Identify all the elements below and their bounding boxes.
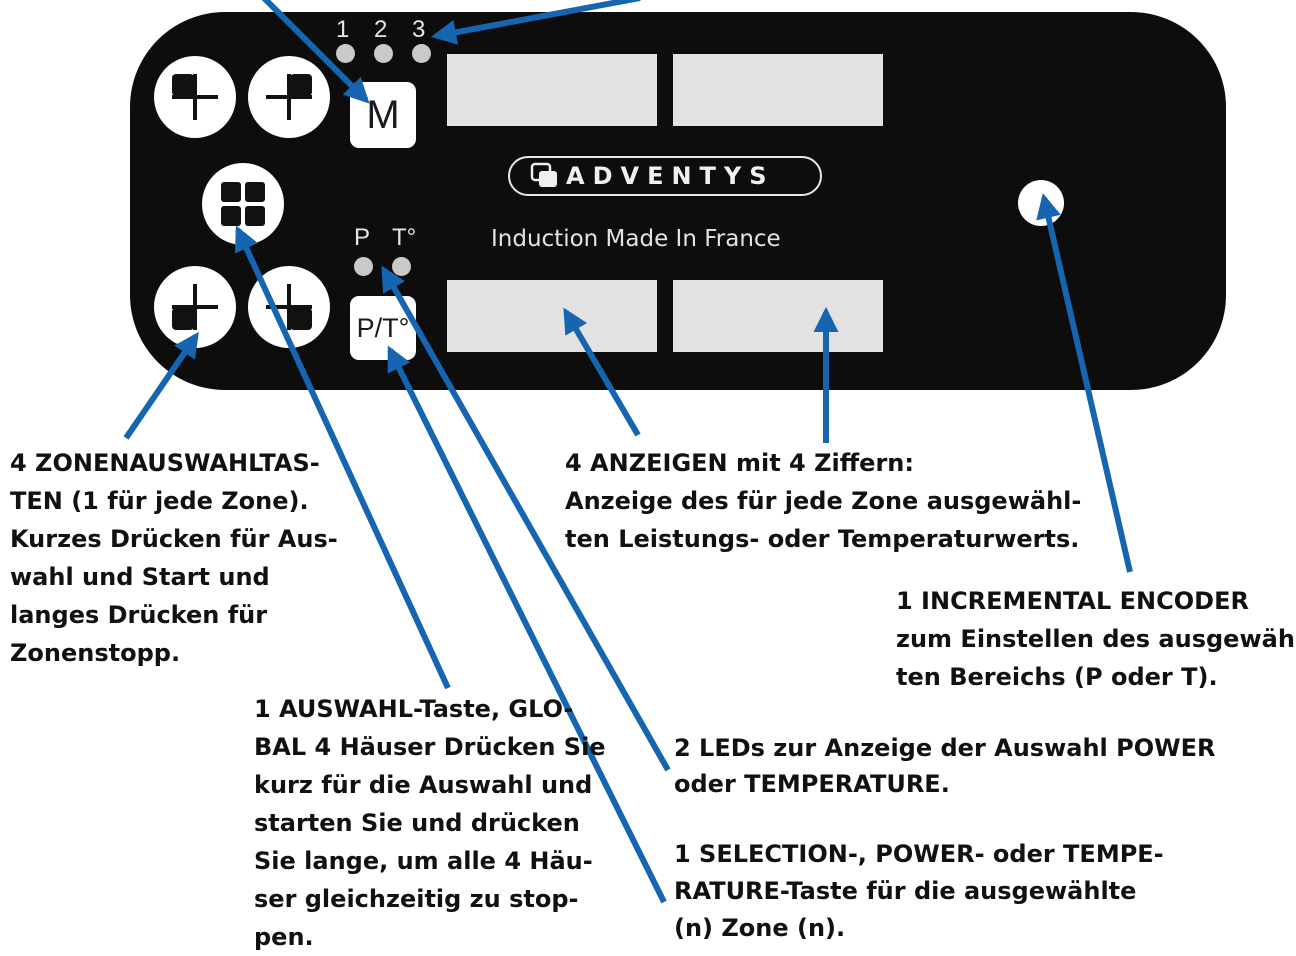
mode-led-label-1: 1	[336, 16, 350, 43]
zone-button-top-left[interactable]	[154, 56, 236, 138]
annotation-encoder: 1 INCREMENTAL ENCODER zum Einstellen des…	[896, 587, 1296, 691]
brand-name: ADVENTYS	[566, 162, 775, 190]
display-bottom-right	[673, 280, 883, 352]
temperature-led	[392, 257, 411, 276]
brand-badge	[508, 156, 822, 196]
annotation-zone-buttons: 4 ZONENAUSWAHLTAS- TEN (1 für jede Zone)…	[10, 449, 338, 667]
mode-led-label-2: 2	[374, 16, 388, 43]
brand-tagline: Induction Made In France	[491, 226, 781, 252]
zone-button-top-right[interactable]	[248, 56, 330, 138]
mode-led-1	[336, 44, 355, 63]
zone-bottom-right-icon	[266, 284, 312, 330]
zone-button-bottom-right[interactable]	[248, 266, 330, 348]
mode-button[interactable]: M	[350, 82, 416, 148]
power-temperature-button[interactable]: P/T°	[350, 296, 416, 360]
display-top-left	[447, 54, 657, 126]
annotation-pt-button: 1 SELECTION-, POWER- oder TEMPE- RATURE-…	[674, 840, 1164, 942]
adventys-logo-icon	[530, 162, 557, 187]
annotation-leds: 2 LEDs zur Anzeige der Auswahl POWER ode…	[674, 734, 1216, 798]
pt-led-label-p: P	[354, 224, 371, 251]
pt-led-label-t: T°	[392, 224, 417, 251]
zone-button-bottom-left[interactable]	[154, 266, 236, 348]
incremental-encoder-knob[interactable]	[1018, 180, 1064, 226]
mode-led-2	[374, 44, 393, 63]
zone-top-left-icon	[172, 74, 218, 120]
annotation-global-button: 1 AUSWAHL-Taste, GLO- BAL 4 Häuser Drück…	[254, 695, 606, 951]
zone-top-right-icon	[266, 74, 312, 120]
display-top-right	[673, 54, 883, 126]
zone-bottom-left-icon	[172, 284, 218, 330]
mode-led-3	[412, 44, 431, 63]
global-four-zones-icon	[221, 182, 265, 226]
display-bottom-left	[447, 280, 657, 352]
global-select-button[interactable]	[202, 163, 284, 245]
mode-led-label-3: 3	[412, 16, 426, 43]
annotation-displays: 4 ANZEIGEN mit 4 Ziffern: Anzeige des fü…	[565, 449, 1082, 553]
power-led	[354, 257, 373, 276]
